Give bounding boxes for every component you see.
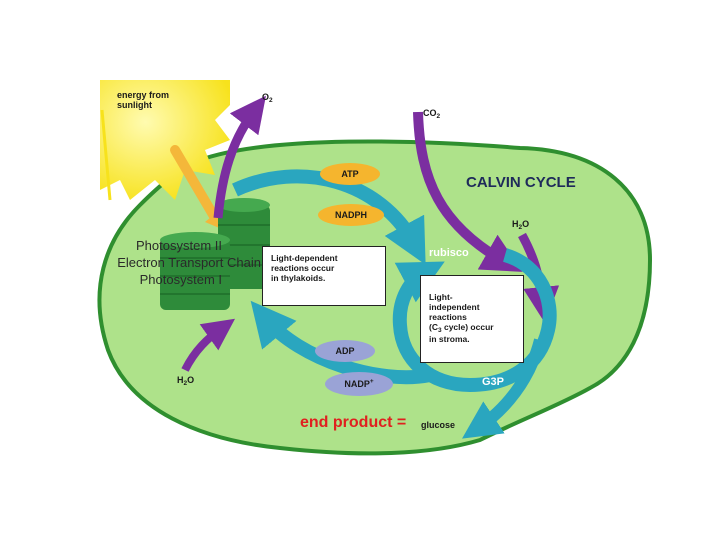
g3p-label: G3P [482,376,505,388]
calvin-cycle-title: CALVIN CYCLE [466,174,576,191]
co2-label: CO2 [423,108,440,120]
nadp-molecule: NADP+ [325,372,393,396]
o2-label: O2 [262,92,273,104]
end-product-label: end product = [300,414,407,431]
calvin-cycle-loop-arrow [392,248,557,393]
h2o-bottom-arrow [181,318,236,372]
atp-text: ATP [341,169,359,179]
thylakoid-stack-back [218,198,270,289]
light-independent-text-b: cycle) occur in stroma. [429,322,494,344]
adp-nadp-return-arrow [250,300,432,385]
adp-molecule: ADP [315,340,375,362]
o2-sub: 2 [269,97,273,104]
h2o-top-h: H [512,219,519,229]
energy-from-sunlight-label: energy from sunlight [117,90,170,110]
o2-text: O [262,92,270,102]
co2-text: CO [423,108,437,118]
light-dependent-reactions-box: Light-dependent reactions occur in thyla… [262,246,386,306]
adp-text: ADP [335,346,355,356]
h2o-top-label: H2O [512,219,529,231]
sun-icon [100,80,230,201]
light-independent-text-a: Light- independent reactions (C [429,292,480,332]
sunlight-ray-arrow [170,145,220,223]
nadp-text: NADP [344,379,370,389]
light-independent-sub: 3 [437,327,442,334]
h2o-top-o: O [522,219,530,229]
nadph-text: NADPH [334,210,367,220]
nadp-sup: + [369,377,374,385]
rubisco-label: rubisco [429,247,469,259]
glucose-label: glucose [421,420,456,430]
g3p-output-arrow [462,338,546,439]
thylakoid-stack-front [160,232,230,310]
co2-intake-arrow [413,111,523,272]
h2o-top-sub: 2 [518,224,523,231]
light-independent-reactions-box: Light- independent reactions (C3 cycle) … [420,275,524,363]
h2o-bottom-sub: 2 [183,380,188,387]
co2-sub: 2 [436,113,441,120]
electron-transport-chain-label: Electron Transport Chain [117,255,261,270]
h2o-bottom-label: H2O [177,375,194,387]
o2-release-arrow [213,95,266,219]
h2o-bottom-o: O [187,375,195,385]
photosystem-ii-label: Photosystem II [136,238,222,253]
h2o-bottom-h: H [177,375,184,385]
atp-molecule: ATP [320,163,380,185]
nadph-molecule: NADPH [318,204,384,226]
photosystem-i-label: Photosystem I [139,272,222,287]
